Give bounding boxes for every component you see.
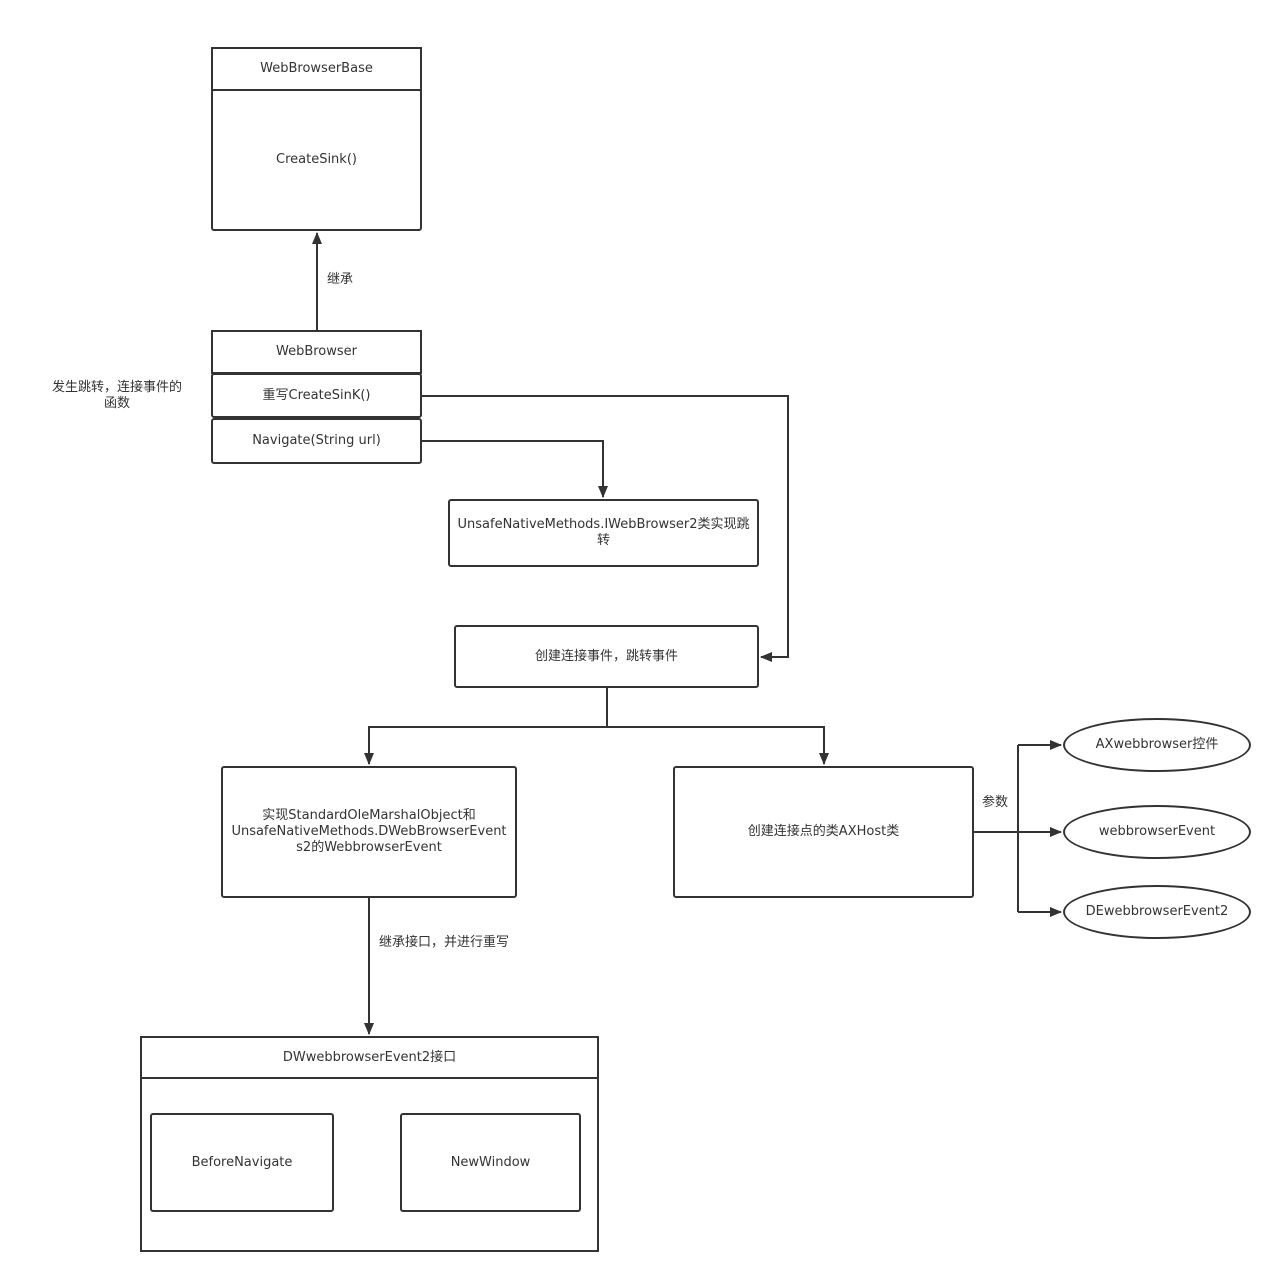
override-to-create-events-edge [421, 395, 789, 662]
navigate-method[interactable]: Navigate(String url) [211, 418, 422, 464]
params-label: 参数 [982, 795, 1009, 810]
axwebbrowser-node[interactable]: AXwebbrowser控件 [1063, 718, 1251, 772]
side-note-label: 发生跳转，连接事件的 函数 [51, 380, 182, 411]
inherit-interface-label: 继承接口，并进行重写 [379, 935, 510, 950]
override-create-sink-method[interactable]: 重写CreateSinK() [211, 373, 422, 418]
navigate-to-iwebbrowser2-edge [421, 440, 608, 498]
create-sink-method[interactable]: CreateSink() [211, 89, 422, 231]
inherit-label: 继承 [327, 272, 354, 287]
dewebbrowser-event2-node[interactable]: DEwebbrowserEvent2 [1063, 885, 1251, 939]
create-events-to-impl-edge [364, 726, 607, 765]
create-events-to-axhost-edge [607, 726, 829, 765]
webbrowser-title[interactable]: WebBrowser [211, 330, 422, 374]
webbrowser-event-node[interactable]: webbrowserEvent [1063, 805, 1251, 859]
interface-divider [140, 1077, 599, 1079]
before-navigate-node[interactable]: BeforeNavigate [150, 1113, 334, 1212]
interface-title: DWwebbrowserEvent2接口 [282, 1050, 457, 1065]
new-window-node[interactable]: NewWindow [400, 1113, 581, 1212]
webbrowser-event-impl-node[interactable]: 实现StandardOleMarshalObject和 UnsafeNative… [221, 766, 517, 898]
iwebbrowser2-node[interactable]: UnsafeNativeMethods.IWebBrowser2类实现跳 转 [448, 499, 759, 567]
axhost-node[interactable]: 创建连接点的类AXHost类 [673, 766, 974, 898]
create-connect-events-node[interactable]: 创建连接事件，跳转事件 [454, 625, 759, 688]
webbrowser-base-title[interactable]: WebBrowserBase [211, 47, 422, 91]
